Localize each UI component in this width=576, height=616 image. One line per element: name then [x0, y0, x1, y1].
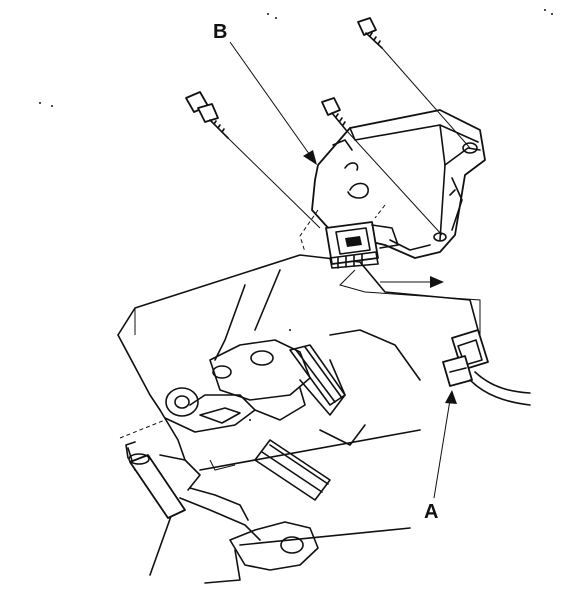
screw-middle	[321, 97, 347, 131]
scan-noise	[39, 9, 553, 421]
screw-alignment-lines	[227, 47, 471, 236]
callout-b-label: B	[213, 21, 227, 43]
actuator-motor	[311, 109, 486, 269]
screw-top-right	[357, 17, 383, 49]
harness-wire-path	[339, 269, 481, 335]
wire-lines	[199, 429, 421, 546]
callout-b: B	[213, 21, 317, 165]
screw-left	[185, 91, 229, 139]
harness-connector	[442, 329, 531, 406]
actuator-rod	[125, 441, 186, 519]
installation-guide-dashes	[119, 204, 386, 439]
mounting-housing	[117, 254, 479, 584]
callout-a: A	[424, 390, 457, 523]
callout-a-label: A	[424, 501, 438, 523]
